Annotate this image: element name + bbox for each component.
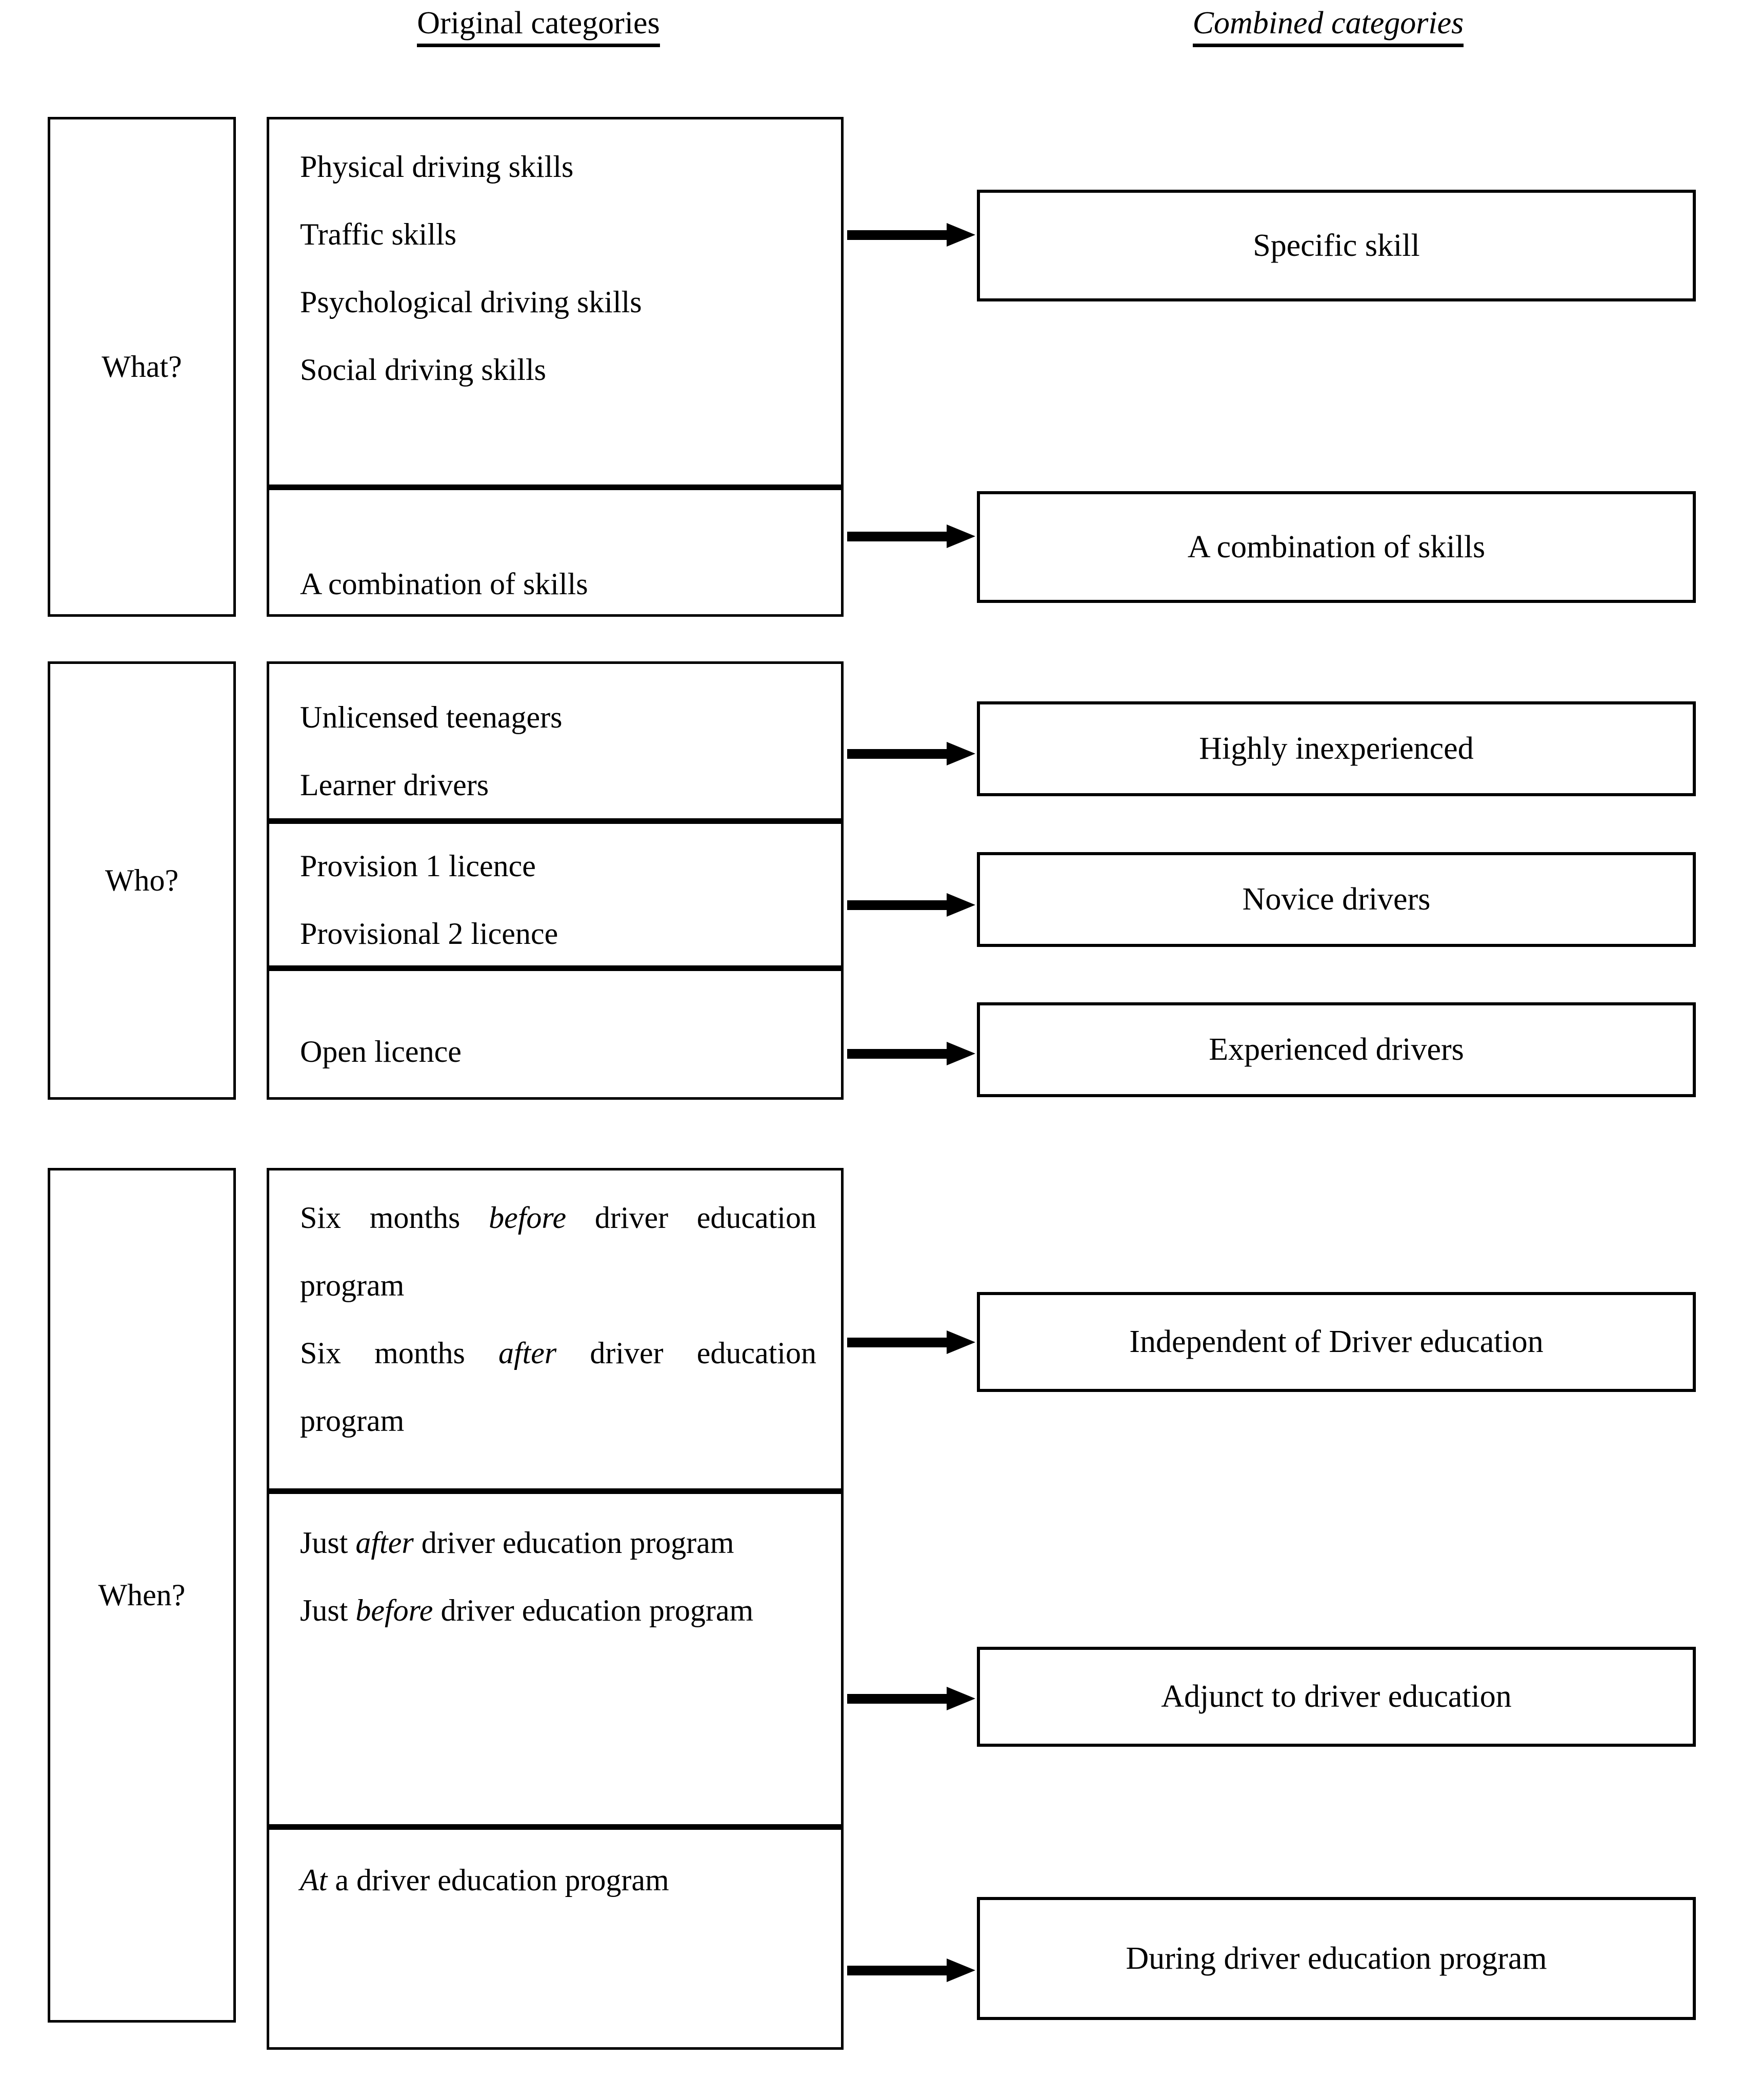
combined-label: Highly inexperienced <box>1199 731 1474 766</box>
question-box-when: When? <box>48 1168 236 2023</box>
question-box-what: What? <box>48 117 236 617</box>
column-header-original: Original categories <box>328 5 749 47</box>
group-divider <box>269 818 841 824</box>
column-header-original-label: Original categories <box>417 5 660 47</box>
original-item: At a driver education program <box>300 1863 669 1897</box>
combined-label: Novice drivers <box>1242 882 1431 917</box>
question-label-when: When? <box>98 1578 186 1612</box>
original-item: Social driving skills <box>300 353 546 387</box>
group-divider <box>269 1824 841 1830</box>
combined-label: Adjunct to driver education <box>1161 1679 1512 1714</box>
column-header-combined: Combined categories <box>1118 5 1538 47</box>
original-categories-box-who: Unlicensed teenagers Learner drivers Pro… <box>267 661 844 1100</box>
arrow-who-3 <box>847 1042 975 1065</box>
question-label-who: Who? <box>105 863 179 897</box>
column-header-combined-label: Combined categories <box>1192 5 1464 47</box>
combined-label: Experienced drivers <box>1209 1032 1464 1067</box>
combined-label: Specific skill <box>1253 228 1420 263</box>
combined-box-highly-inexperienced: Highly inexperienced <box>977 701 1696 796</box>
combined-box-novice-drivers: Novice drivers <box>977 852 1696 947</box>
group-divider <box>269 965 841 971</box>
question-label-what: What? <box>102 350 182 383</box>
combined-box-experienced-drivers: Experienced drivers <box>977 1002 1696 1097</box>
original-group-who-2: Provision 1 licence Provisional 2 licenc… <box>269 832 841 967</box>
arrow-who-1 <box>847 742 975 765</box>
original-group-when-3: At a driver education program <box>269 1846 841 1914</box>
original-group-what-2: A combination of skills <box>269 550 841 618</box>
original-item: Just before driver education program <box>300 1593 754 1627</box>
original-item: Traffic skills <box>300 217 457 251</box>
combined-box-a-combination-of-skills: A combination of skills <box>977 491 1696 603</box>
original-categories-box-what: Physical driving skills Traffic skills P… <box>267 117 844 617</box>
arrow-what-2 <box>847 524 975 548</box>
combined-label: During driver education program <box>1126 1941 1547 1976</box>
combined-label: Independent of Driver education <box>1129 1324 1544 1359</box>
combined-box-specific-skill: Specific skill <box>977 190 1696 301</box>
original-group-what-1: Physical driving skills Traffic skills P… <box>269 133 841 403</box>
group-divider <box>269 1488 841 1494</box>
original-group-who-1: Unlicensed teenagers Learner drivers <box>269 683 841 819</box>
original-item: Six months after driver education progra… <box>300 1336 816 1438</box>
arrow-when-3 <box>847 1958 975 1982</box>
original-item: Just after driver education program <box>300 1526 734 1560</box>
combined-box-during-driver-education-program: During driver education program <box>977 1897 1696 2020</box>
original-categories-box-when: Six months before driver education progr… <box>267 1168 844 2050</box>
combined-box-adjunct-to-driver-education: Adjunct to driver education <box>977 1647 1696 1747</box>
group-divider <box>269 484 841 490</box>
arrow-when-1 <box>847 1330 975 1354</box>
arrow-who-2 <box>847 893 975 917</box>
original-item: Psychological driving skills <box>300 285 642 319</box>
original-item: Physical driving skills <box>300 150 574 184</box>
original-item: Learner drivers <box>300 768 489 802</box>
original-item: Unlicensed teenagers <box>300 700 563 734</box>
original-item: Provision 1 licence <box>300 849 536 883</box>
arrow-what-1 <box>847 223 975 247</box>
combined-label: A combination of skills <box>1187 529 1486 564</box>
original-group-when-1: Six months before driver education progr… <box>269 1184 841 1455</box>
original-item: Provisional 2 licence <box>300 917 558 951</box>
original-group-who-3: Open licence <box>269 1018 841 1085</box>
question-box-who: Who? <box>48 661 236 1100</box>
original-group-when-2: Just after driver education program Just… <box>269 1509 841 1644</box>
original-item: Six months before driver education progr… <box>300 1201 817 1302</box>
original-item: A combination of skills <box>300 567 588 601</box>
original-item: Open licence <box>300 1035 462 1068</box>
arrow-when-2 <box>847 1687 975 1710</box>
combined-box-independent-of-driver-education: Independent of Driver education <box>977 1292 1696 1392</box>
